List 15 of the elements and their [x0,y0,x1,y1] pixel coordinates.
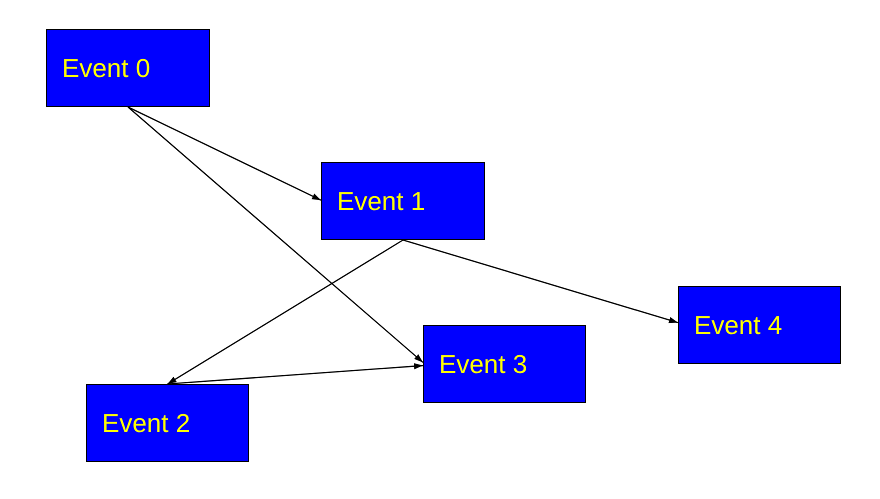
arrow [402,239,678,324]
arrow [167,239,404,385]
arrow [167,363,424,385]
arrow [128,106,424,363]
event-box [46,29,210,107]
event-label: Event 0 [62,52,150,84]
event-box [321,162,485,240]
event-label: Event 3 [439,348,528,380]
event-label: Event 2 [102,408,190,438]
event-label: Event 4 [694,310,782,340]
event-label: Event 1 [337,186,426,216]
event-box [423,325,586,403]
arrow [128,106,322,201]
event-box [678,286,841,364]
event-box [86,384,249,462]
